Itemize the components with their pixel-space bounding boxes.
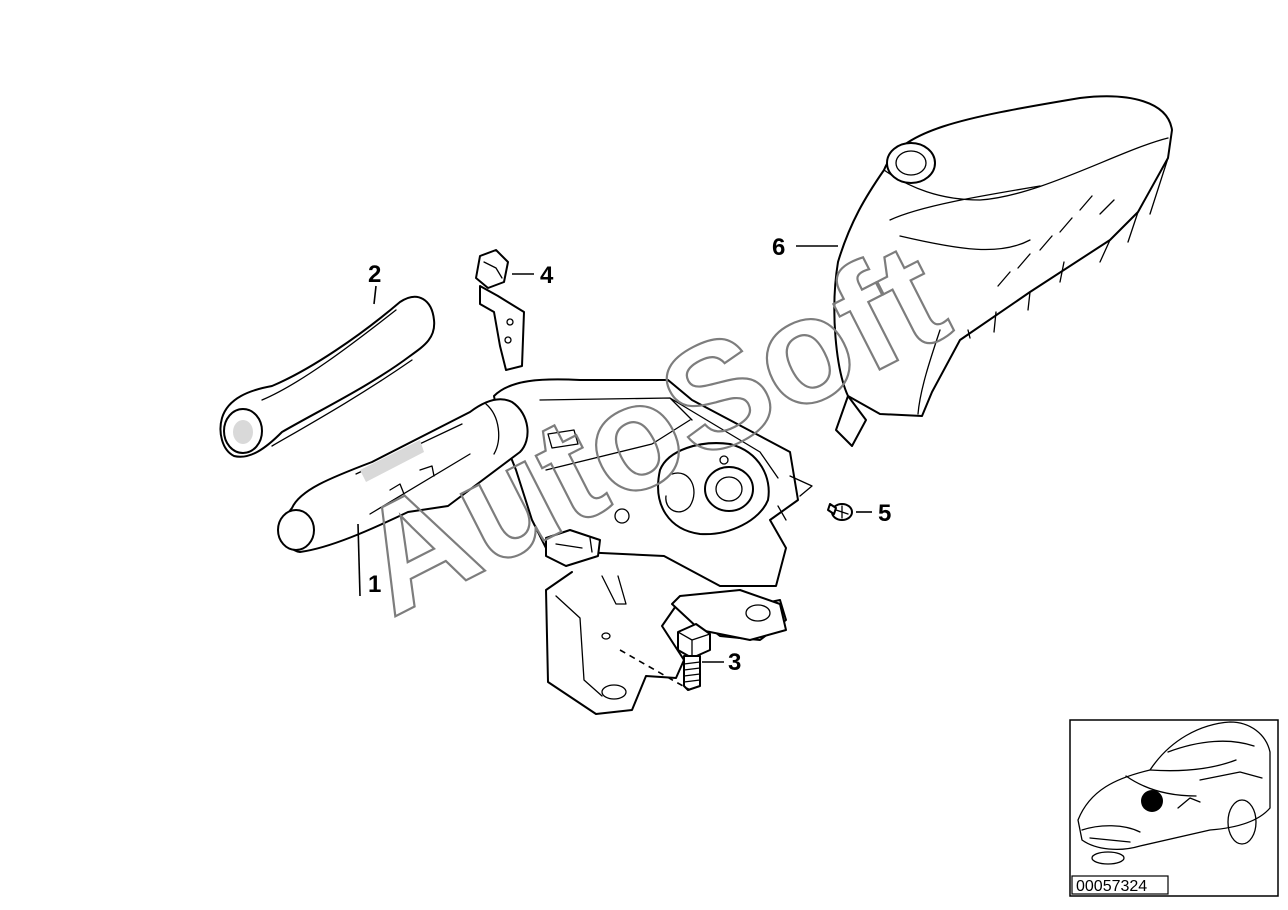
part-1-lever-assembly bbox=[277, 378, 813, 715]
part-6-lever-cover bbox=[833, 95, 1173, 447]
diagram-number: 00057324 bbox=[1076, 878, 1147, 895]
part-3-bolt bbox=[619, 623, 711, 691]
part-2-hand-grip bbox=[219, 295, 436, 458]
callout-2: 2 bbox=[368, 261, 381, 288]
callout-4: 4 bbox=[540, 262, 554, 289]
location-dot bbox=[1141, 790, 1163, 812]
watermark: AutoSoft bbox=[330, 209, 970, 646]
callout-1: 1 bbox=[368, 571, 381, 598]
part-4-bracket bbox=[475, 249, 525, 371]
callout-5: 5 bbox=[878, 500, 891, 527]
vehicle-locator-inset: 00057324 bbox=[1069, 719, 1279, 897]
callout-6: 6 bbox=[772, 234, 785, 261]
callout-leaders bbox=[373, 245, 872, 663]
part-5-screw bbox=[827, 503, 853, 521]
callout-3: 3 bbox=[728, 649, 741, 676]
